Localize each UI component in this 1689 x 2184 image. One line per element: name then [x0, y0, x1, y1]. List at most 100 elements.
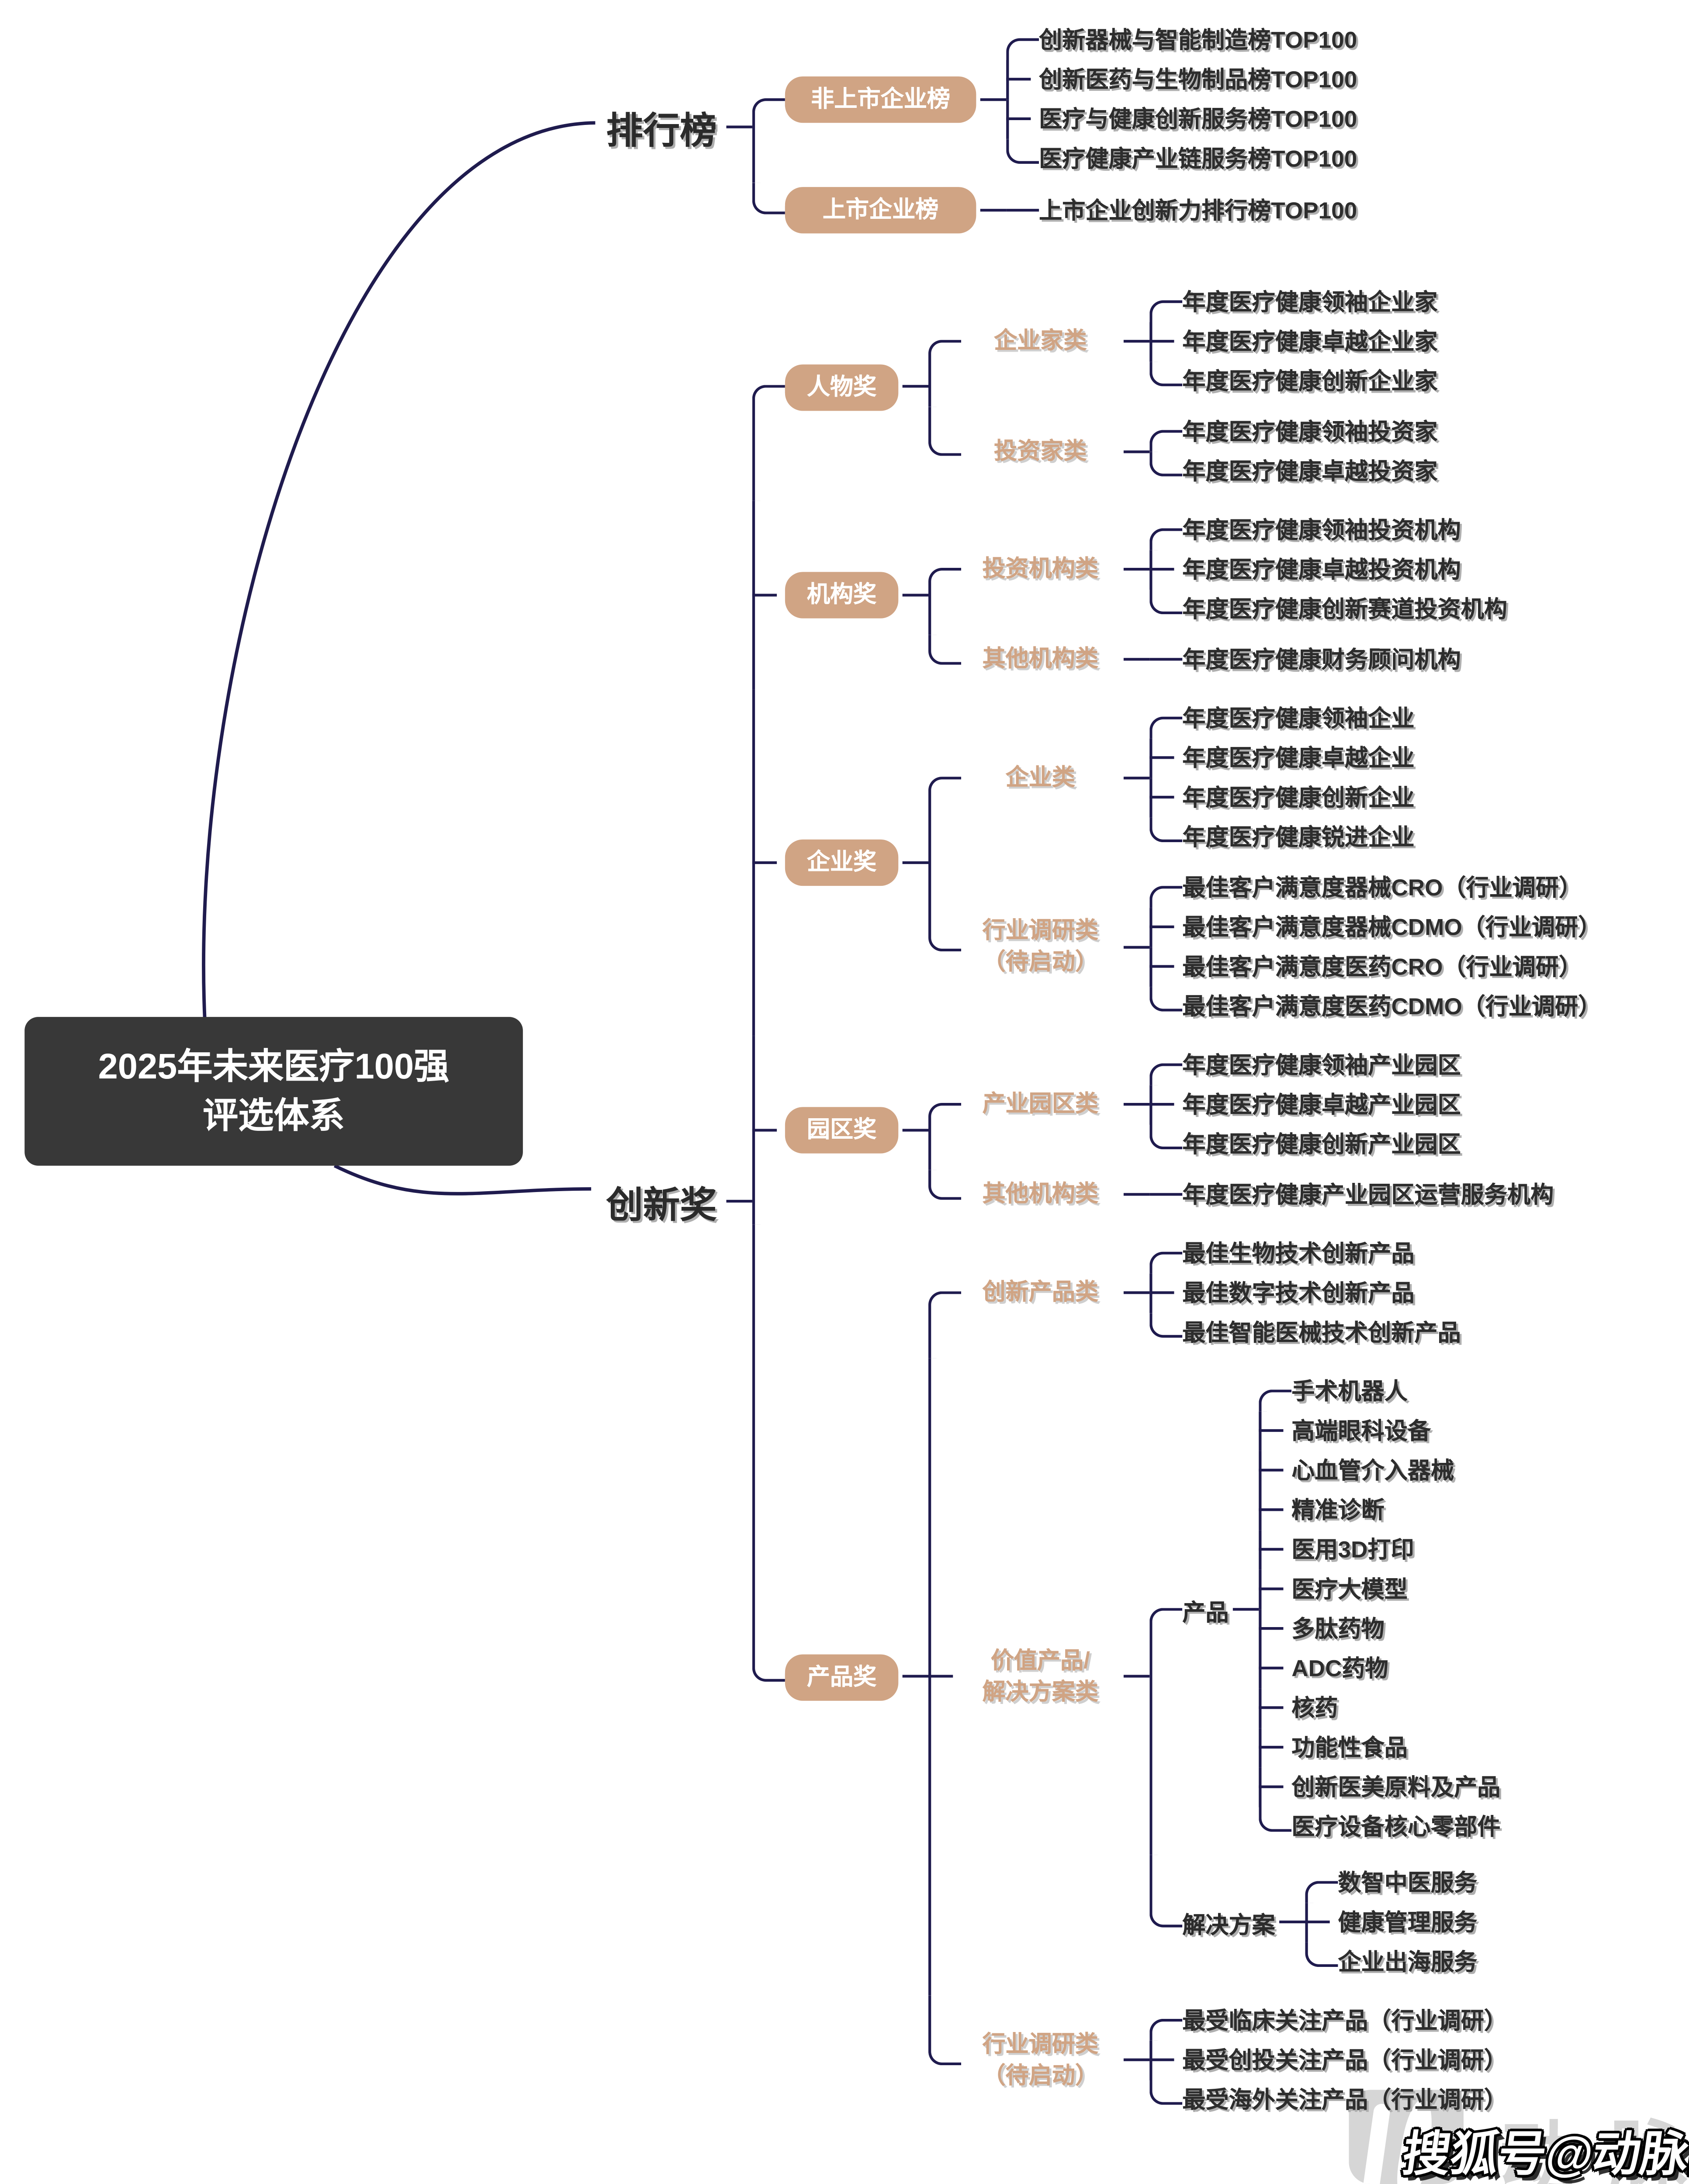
tree-branch: 价值产品/ 解决方案类产品手术机器人高端眼科设备心血管介入器械精准诊断医用3D打…	[928, 1358, 1537, 1996]
leaf-label: 最佳客户满意度医药CDMO（行业调研）	[1182, 994, 1602, 1020]
leaf-label: 年度医疗健康锐进企业	[1182, 824, 1415, 851]
tree-node: 手术机器人	[1291, 1377, 1530, 1406]
leaf-label: 最佳客户满意度器械CDMO（行业调研）	[1182, 915, 1602, 941]
root-node: 2025年未来医疗100强 评选体系	[24, 1017, 523, 1166]
tree-node-label-wrap: 医疗设备核心零部件	[1291, 1813, 1500, 1842]
tree-branch: 创新器械与智能制造榜TOP100	[1006, 21, 1387, 60]
tree-node: 最佳智能医械技术创新产品	[1182, 1319, 1491, 1348]
tree-branch: 数智中医服务	[1305, 1863, 1508, 1903]
tree-children: 年度医疗健康产业园区运营服务机构	[1149, 1175, 1584, 1215]
tree-branch: 最佳客户满意度器械CRO（行业调研）	[1149, 868, 1631, 908]
tree-node: 最佳客户满意度器械CRO（行业调研）	[1182, 874, 1631, 902]
tree-branch: 年度医疗健康创新赛道投资机构	[1149, 590, 1537, 629]
tree-branch: 医用3D打印	[1259, 1530, 1530, 1570]
award-box-label: 机构奖	[785, 572, 899, 619]
tree-node: 医疗与健康创新服务榜TOP100	[1039, 105, 1387, 134]
tree-node: 最佳客户满意度医药CDMO（行业调研）	[1182, 992, 1631, 1021]
category-label: 投资机构类	[982, 556, 1099, 582]
tree-node-label-wrap: 核药	[1291, 1694, 1338, 1723]
leaf-label: 年度医疗健康卓越企业家	[1182, 329, 1438, 355]
leaf-label: 企业出海服务	[1338, 1949, 1478, 1976]
tree-node: 年度医疗健康锐进企业	[1182, 823, 1444, 852]
tree-node: 医疗大模型	[1291, 1576, 1530, 1604]
tree-node-label-wrap: 最佳生物技术创新产品	[1182, 1240, 1414, 1268]
tree-branch: 年度医疗健康领袖企业	[1149, 699, 1444, 739]
tree-branch: 最受临床关注产品（行业调研）	[1149, 2001, 1537, 2041]
tree-branch: 最佳生物技术创新产品	[1149, 1234, 1491, 1274]
watermark-brand-text: 动脉网	[1499, 2114, 1689, 2184]
leaf-label: 手术机器人	[1291, 1379, 1408, 1405]
tree-node: 年度医疗健康领袖产业园区	[1182, 1051, 1491, 1080]
tree-node: 最佳生物技术创新产品	[1182, 1240, 1491, 1268]
leaf-label: 年度医疗健康创新赛道投资机构	[1182, 596, 1507, 623]
tree-node: 上市企业榜 上市企业创新力排行榜TOP100	[785, 187, 1387, 234]
tree-node-label-wrap: 最受海外关注产品（行业调研）	[1182, 2086, 1507, 2115]
tree-node: 企业家类 年度医疗健康领袖企业家年度医疗健康卓越企业家年度医疗健康创新企业家	[961, 283, 1467, 401]
category-label: 投资家类	[994, 437, 1087, 464]
tree-node-label-wrap: 排行榜	[601, 98, 752, 156]
tree-branch: 最佳数字技术创新产品	[1149, 1273, 1491, 1313]
tree-branch: 年度医疗健康卓越投资机构	[1149, 550, 1537, 590]
tree-branch: 其他机构类年度医疗健康产业园区运营服务机构	[928, 1170, 1584, 1220]
tree-branch: 核药	[1259, 1688, 1530, 1728]
leaf-label: 医疗与健康创新服务榜TOP100	[1039, 106, 1357, 133]
leaf-label: 医疗设备核心零部件	[1291, 1814, 1501, 1840]
artery-network-logo-icon	[1349, 2090, 1464, 2184]
tree-node: 园区奖产业园区类年度医疗健康领袖产业园区年度医疗健康卓越产业园区年度医疗健康创新…	[785, 1040, 1631, 1221]
tree-node-label-wrap: 年度医疗健康领袖投资机构	[1182, 516, 1461, 545]
tree-node-label-wrap: 上市企业榜	[785, 187, 1007, 234]
root-title-line1: 2025年未来医疗100强	[98, 1045, 450, 1086]
tree-node: 其他机构类年度医疗健康财务顾问机构	[961, 640, 1537, 680]
leaf-label: 年度医疗健康卓越企业	[1182, 745, 1415, 771]
tree-branch: 年度医疗健康创新企业	[1149, 778, 1444, 818]
tree-node: 行业调研类 （待启动）最受临床关注产品（行业调研）最受创投关注产品（行业调研）最…	[961, 2001, 1537, 2120]
branch-title-label: 排行榜	[606, 110, 717, 151]
tree-node-label-wrap: 最佳数字技术创新产品	[1182, 1279, 1414, 1308]
tree-node: ADC药物	[1291, 1655, 1530, 1683]
award-box-label: 非上市企业榜	[785, 76, 976, 123]
leaf-label: 年度医疗健康产业园区运营服务机构	[1182, 1182, 1554, 1208]
tree-node-label-wrap: 健康管理服务	[1338, 1908, 1478, 1937]
tree-node-label-wrap: 年度医疗健康领袖产业园区	[1182, 1051, 1461, 1080]
tree-node-label-wrap: 上市企业创新力排行榜TOP100	[1039, 196, 1357, 225]
tree-branch: 医疗设备核心零部件	[1259, 1807, 1530, 1847]
tree-node-label-wrap: 园区奖	[785, 1107, 928, 1154]
branch-title-label: 创新奖	[606, 1184, 717, 1225]
leaf-label: 最佳客户满意度医药CRO（行业调研）	[1182, 954, 1582, 981]
tree-node-label-wrap: 医用3D打印	[1291, 1536, 1414, 1565]
tree-node: 精准诊断	[1291, 1496, 1530, 1525]
leaf-label: 年度医疗健康创新产业园区	[1182, 1131, 1461, 1158]
group-label: 解决方案	[1182, 1912, 1275, 1939]
tree-children: 人物奖企业家类年度医疗健康领袖企业家年度医疗健康卓越企业家年度医疗健康创新企业家…	[752, 273, 1631, 2129]
tree-node: 年度医疗健康创新产业园区	[1182, 1130, 1491, 1159]
tree-branch: 功能性食品	[1259, 1728, 1530, 1768]
tree-node: 数智中医服务	[1338, 1869, 1508, 1897]
tree-children: 企业类年度医疗健康领袖企业年度医疗健康卓越企业年度医疗健康创新企业年度医疗健康锐…	[928, 694, 1631, 1032]
root-title-line2: 评选体系	[203, 1094, 345, 1135]
tree-node-label-wrap: 年度医疗健康创新企业家	[1182, 367, 1437, 396]
leaf-label: 创新器械与智能制造榜TOP100	[1039, 27, 1357, 53]
leaf-label: 医疗大模型	[1291, 1576, 1408, 1603]
tree-children: 年度医疗健康领袖企业年度医疗健康卓越企业年度医疗健康创新企业年度医疗健康锐进企业	[1149, 699, 1444, 857]
tree-node-label-wrap: 企业家类	[961, 326, 1150, 358]
tree-node-label-wrap: 精准诊断	[1291, 1496, 1384, 1525]
tree-branch: 年度医疗健康锐进企业	[1149, 818, 1444, 857]
tree-children: 最佳生物技术创新产品最佳数字技术创新产品最佳智能医械技术创新产品	[1149, 1234, 1491, 1353]
tree-node: 企业类年度医疗健康领袖企业年度医疗健康卓越企业年度医疗健康创新企业年度医疗健康锐…	[961, 699, 1631, 857]
tree-node: 其他机构类年度医疗健康产业园区运营服务机构	[961, 1175, 1584, 1215]
tree-node-label-wrap: 年度医疗健康领袖企业	[1182, 705, 1414, 733]
tree-node-label-wrap: 年度医疗健康领袖企业家	[1182, 288, 1437, 317]
tree-node: 最佳客户满意度医药CRO（行业调研）	[1182, 953, 1631, 982]
tree-branch: 人物奖企业家类年度医疗健康领袖企业家年度医疗健康卓越企业家年度医疗健康创新企业家…	[752, 273, 1631, 501]
leaf-label: 功能性食品	[1291, 1735, 1408, 1761]
leaf-label: 上市企业创新力排行榜TOP100	[1039, 197, 1357, 224]
tree-branch: 年度医疗健康产业园区运营服务机构	[1149, 1175, 1584, 1215]
leaf-label: 年度医疗健康领袖产业园区	[1182, 1052, 1461, 1079]
tree-branch: 年度医疗健康创新产业园区	[1149, 1125, 1491, 1165]
tree-branch: 上市企业创新力排行榜TOP100	[1006, 190, 1387, 230]
